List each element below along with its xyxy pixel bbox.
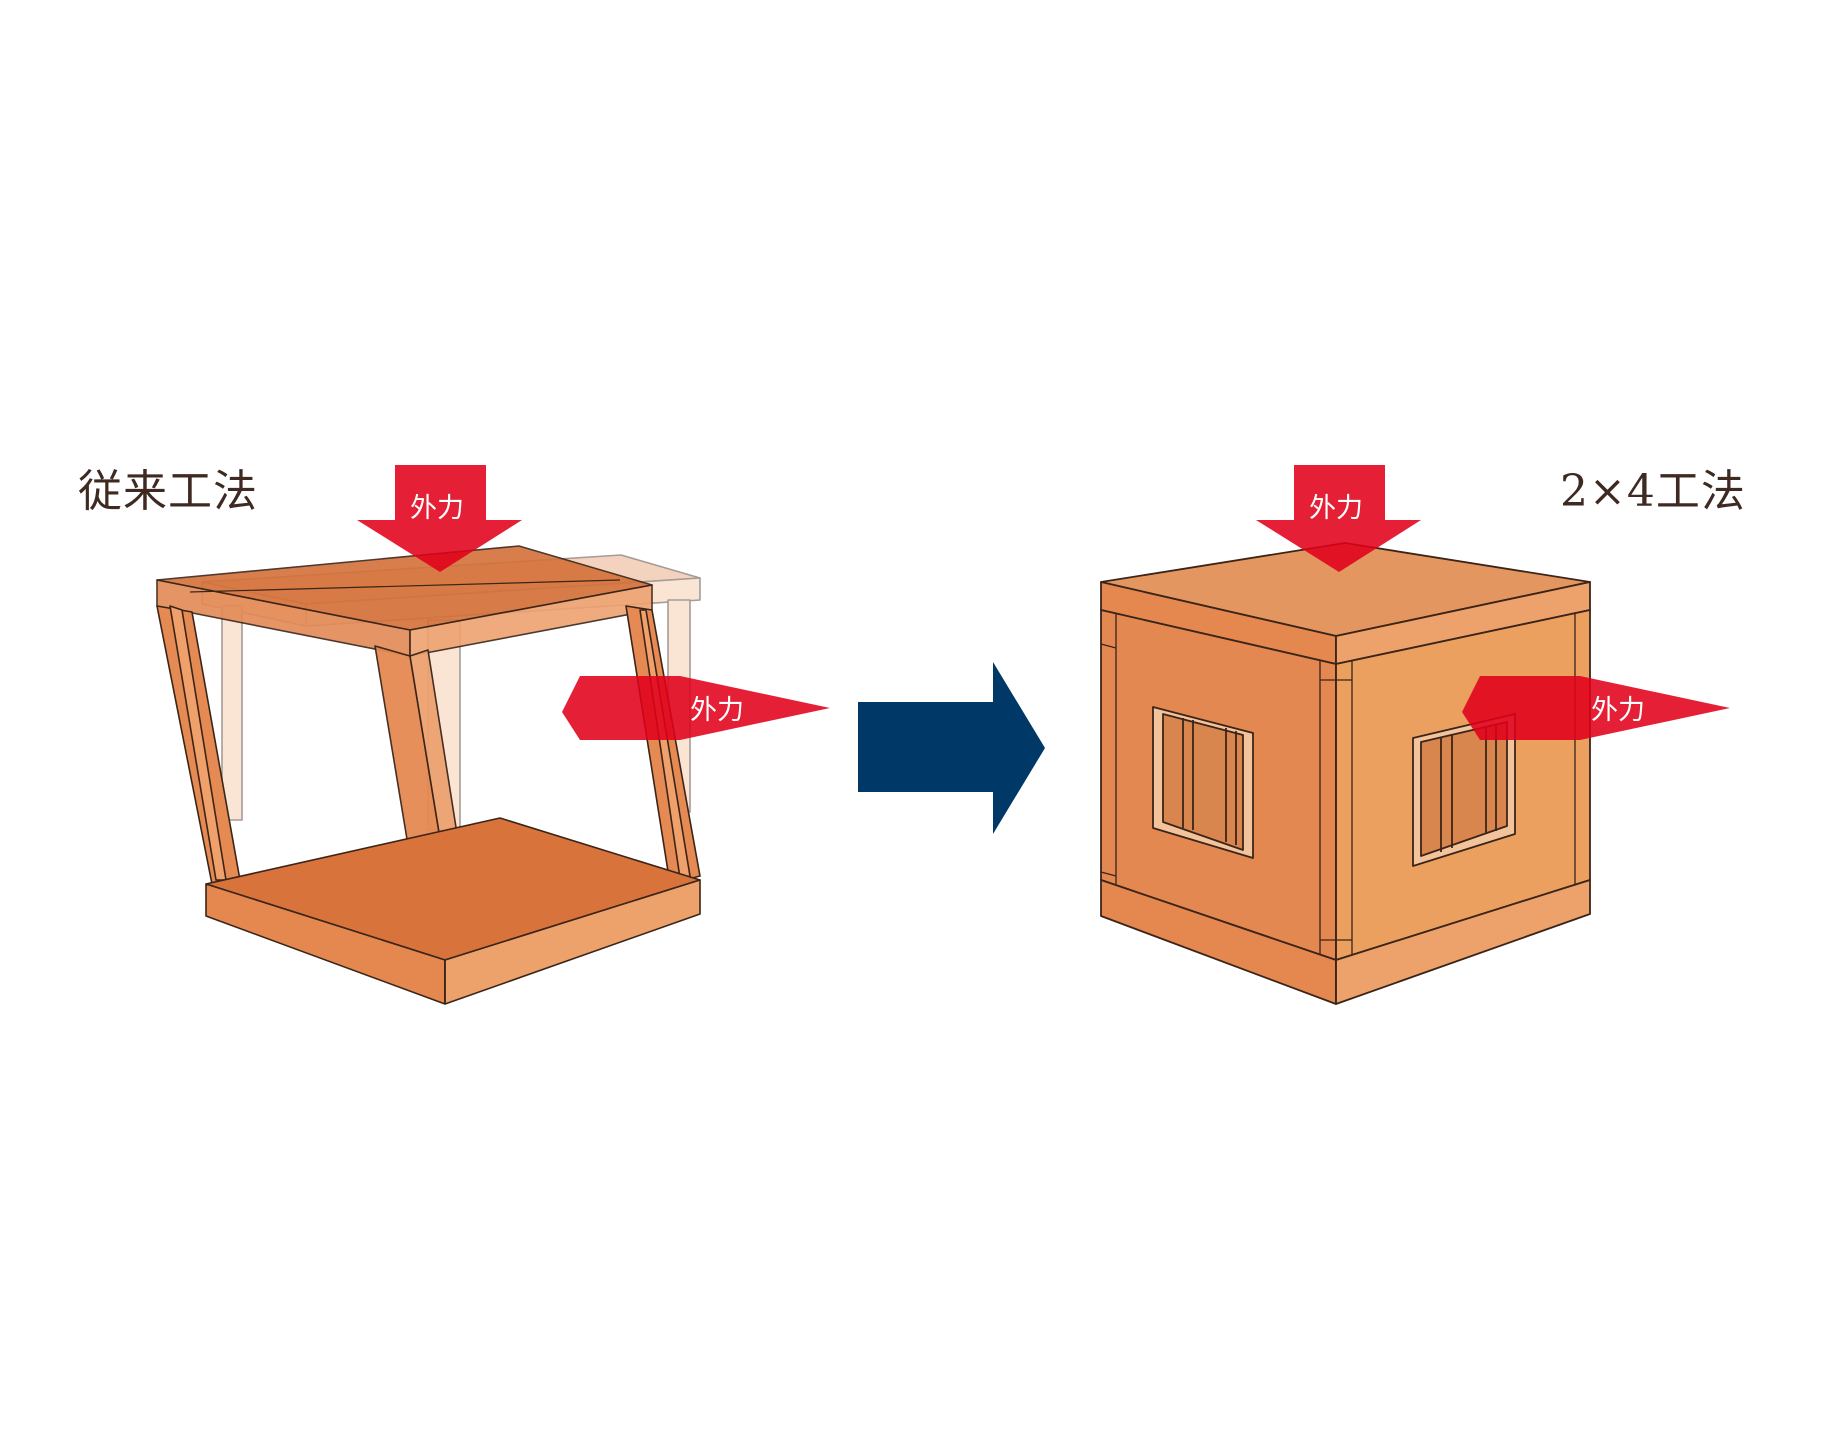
slanted-posts — [156, 605, 701, 967]
force-label-down-left: 外力 — [410, 493, 464, 524]
bottom-slab — [205, 817, 701, 1005]
force-arrow-icon — [1462, 676, 1730, 740]
two-by-four-box-diagram: 外力 外力 — [1100, 465, 1730, 1005]
force-arrow-down-right: 外力 — [1256, 465, 1421, 572]
conventional-frame-diagram: 外力 外力 — [156, 465, 830, 1005]
force-label-side-left: 外力 — [690, 695, 744, 726]
right-arrow-icon — [858, 662, 1045, 834]
force-arrow-down-left: 外力 — [357, 465, 522, 572]
force-arrow-side-left: 外力 — [562, 676, 830, 740]
window-left — [1152, 706, 1254, 859]
force-arrow-icon — [1256, 465, 1421, 572]
conventional-method-label: 従来工法 — [78, 466, 258, 517]
force-arrow-icon — [562, 676, 830, 740]
corner-studs — [1100, 614, 1576, 1004]
force-arrow-side-right: 外力 — [1462, 676, 1730, 740]
top-slab-shifted — [156, 545, 653, 657]
window-right — [1412, 713, 1516, 867]
force-arrow-icon — [357, 465, 522, 572]
force-label-side-right: 外力 — [1591, 695, 1645, 726]
force-label-down-right: 外力 — [1309, 493, 1363, 524]
two-by-four-method-label: 2×4工法 — [1560, 466, 1746, 517]
